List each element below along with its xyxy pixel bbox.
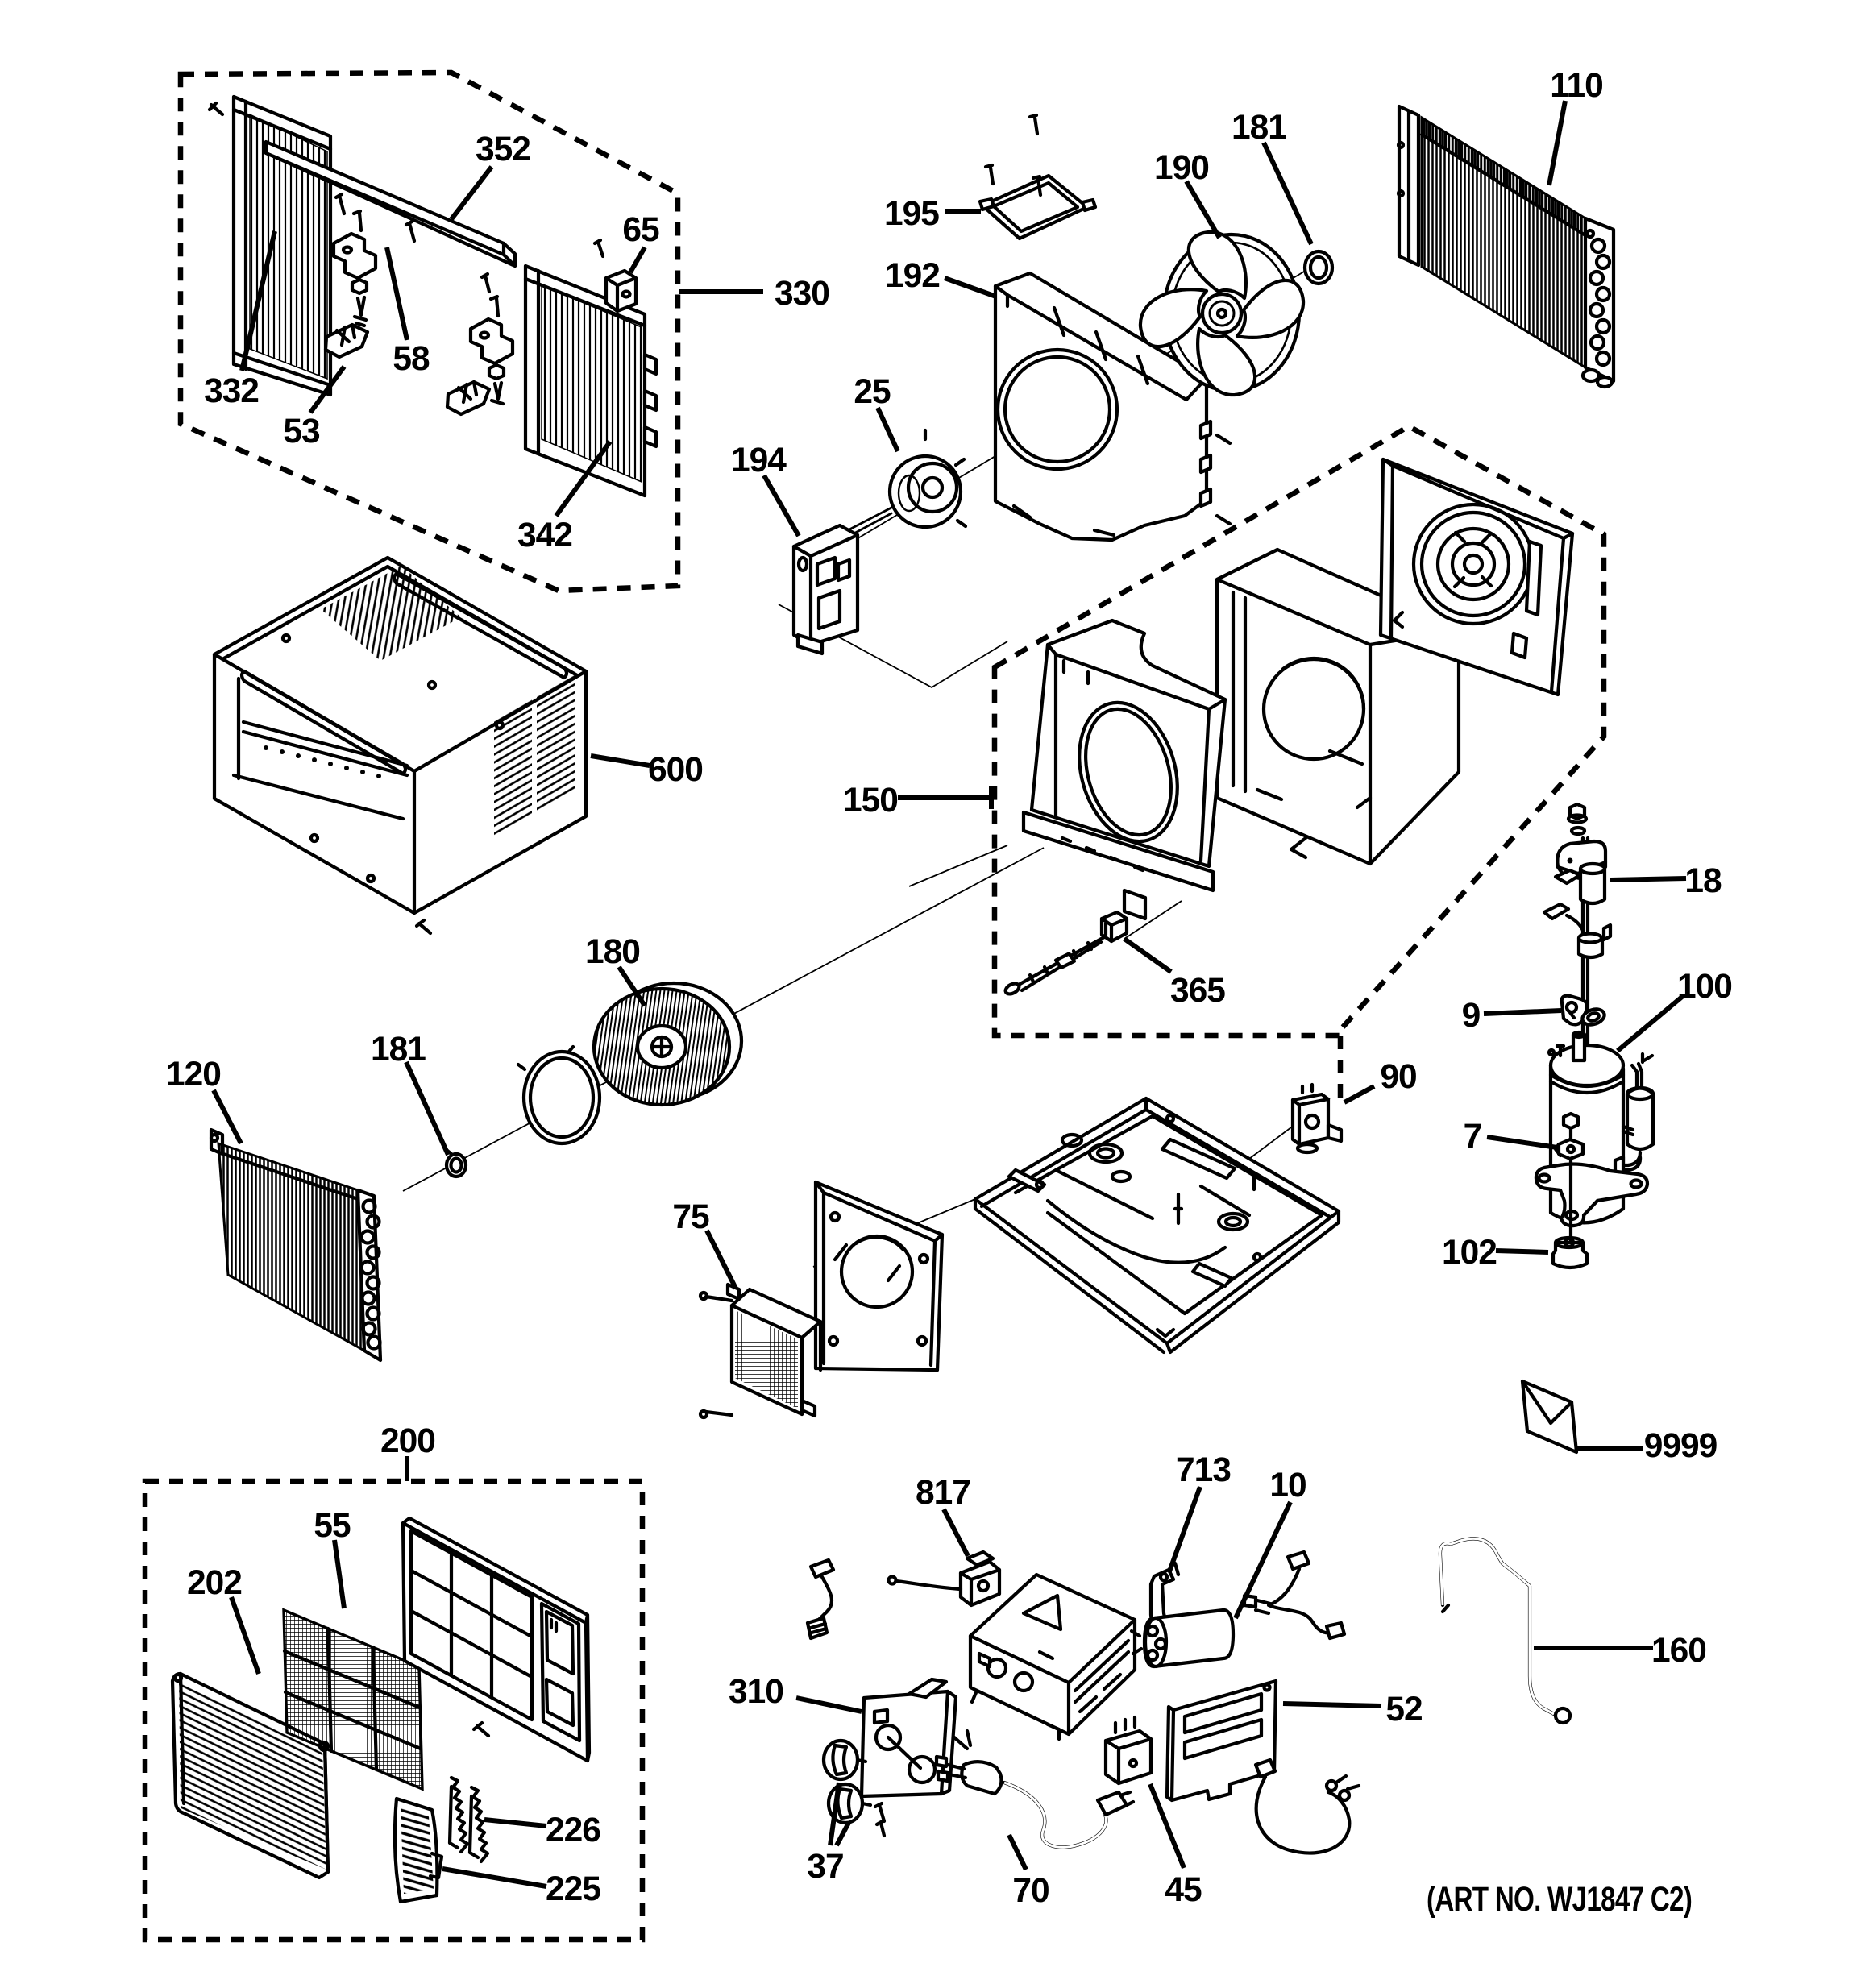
svg-text:75: 75 [672,1198,709,1236]
svg-text:53: 53 [283,413,320,450]
svg-text:225: 225 [546,1870,600,1908]
svg-text:52: 52 [1385,1691,1422,1729]
svg-text:310: 310 [729,1673,783,1711]
svg-text:65: 65 [622,211,659,249]
svg-text:352: 352 [476,131,530,168]
svg-text:817: 817 [916,1474,970,1512]
svg-text:195: 195 [884,195,939,233]
svg-text:180: 180 [585,933,640,971]
svg-text:90: 90 [1380,1058,1416,1096]
svg-text:192: 192 [885,257,940,295]
svg-text:194: 194 [731,442,787,479]
svg-text:102: 102 [1442,1234,1497,1272]
svg-text:120: 120 [166,1056,221,1094]
svg-text:100: 100 [1677,968,1732,1006]
svg-text:160: 160 [1651,1632,1706,1670]
svg-text:25: 25 [854,373,891,411]
svg-text:190: 190 [1154,149,1209,187]
svg-text:600: 600 [648,751,703,789]
svg-text:332: 332 [204,372,259,410]
svg-text:9999: 9999 [1644,1427,1718,1465]
svg-text:10: 10 [1269,1467,1306,1504]
svg-text:202: 202 [187,1564,242,1602]
svg-text:342: 342 [517,517,572,554]
svg-text:45: 45 [1165,1871,1202,1909]
svg-text:330: 330 [775,275,829,313]
svg-text:9: 9 [1462,997,1481,1035]
svg-text:55: 55 [314,1507,351,1545]
svg-text:226: 226 [546,1812,600,1849]
svg-text:70: 70 [1012,1872,1049,1910]
svg-text:7: 7 [1464,1118,1482,1156]
svg-text:181: 181 [1232,109,1286,147]
svg-text:58: 58 [393,340,430,378]
svg-text:150: 150 [843,782,898,820]
svg-text:18: 18 [1684,862,1722,900]
svg-text:181: 181 [371,1031,426,1069]
svg-text:200: 200 [380,1422,435,1460]
svg-text:713: 713 [1176,1451,1231,1489]
svg-text:365: 365 [1170,972,1225,1010]
svg-text:37: 37 [807,1848,843,1886]
svg-text:110: 110 [1550,67,1603,105]
svg-text:(ART NO. WJ1847 C2): (ART NO. WJ1847 C2) [1427,1880,1692,1919]
